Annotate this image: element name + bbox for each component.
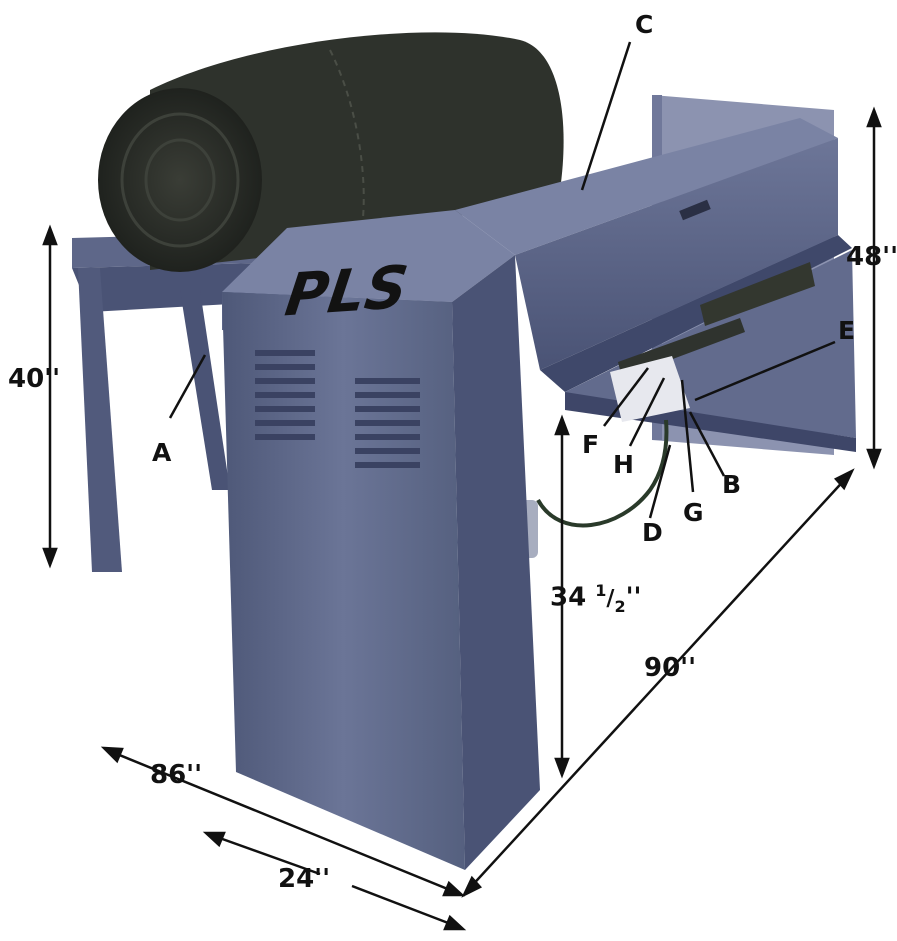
front-height-denominator: 2: [614, 596, 626, 616]
dimension-front-height: 34 1/2'': [550, 581, 642, 616]
dimension-right-height: 48'': [846, 242, 897, 272]
callout-e: E: [838, 316, 856, 345]
callout-f: F: [582, 430, 600, 459]
callout-c: C: [635, 10, 654, 39]
dimension-lines: [42, 106, 882, 931]
dimension-total-depth: 86'': [150, 760, 203, 790]
dimension-cabinet-depth: 24'': [278, 864, 331, 894]
callout-d: D: [642, 518, 663, 547]
callout-leaders: [168, 41, 836, 519]
front-height-unit: '': [625, 582, 642, 613]
front-height-whole: 34: [550, 582, 587, 613]
dimension-left-height: 40'': [8, 364, 61, 394]
dimension-length: 90'': [644, 653, 697, 683]
cutting-beam: [455, 118, 852, 392]
callout-g: G: [683, 498, 704, 527]
output-tray: [565, 250, 856, 452]
vent-right: [355, 378, 420, 468]
pls-logo-text: PLS: [281, 252, 412, 330]
callout-a: A: [152, 438, 172, 467]
callout-b: B: [722, 470, 742, 499]
main-cabinet: [222, 210, 540, 870]
front-height-numerator: 1: [595, 581, 607, 600]
callout-h: H: [613, 450, 634, 479]
vent-left: [255, 350, 315, 440]
